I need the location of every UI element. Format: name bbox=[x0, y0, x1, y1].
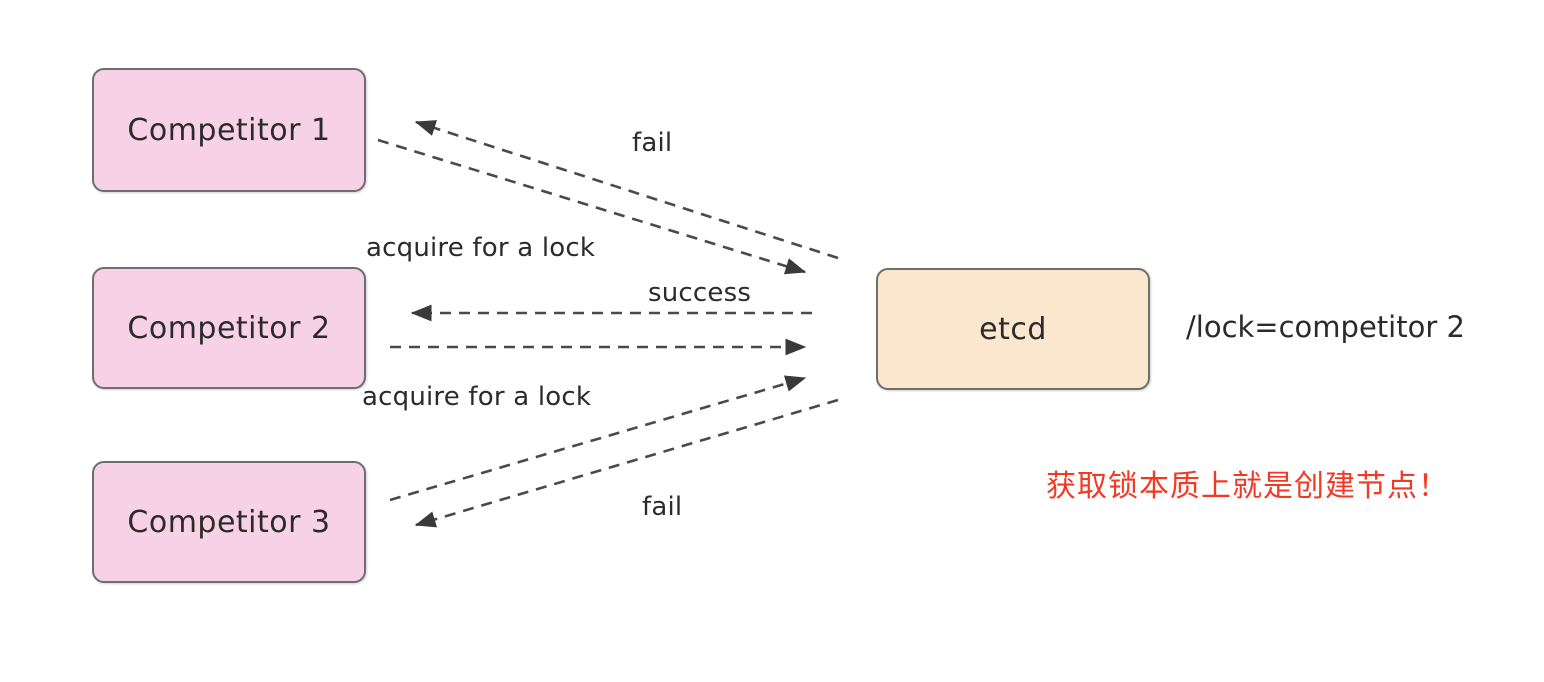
edge-label-fail-top: fail bbox=[632, 128, 673, 158]
annotation-lock-key: /lock=competitor 2 bbox=[1186, 310, 1465, 344]
edge-label-acquire-bottom: acquire for a lock bbox=[362, 382, 592, 412]
node-competitor-3-label: Competitor 3 bbox=[127, 504, 331, 540]
node-competitor-1-label: Competitor 1 bbox=[127, 112, 331, 148]
edge-label-success: success bbox=[648, 278, 752, 308]
edge-label-acquire-top: acquire for a lock bbox=[366, 233, 596, 263]
annotation-emphasis: 获取锁本质上就是创建节点！ bbox=[1046, 469, 1449, 504]
node-competitor-2[interactable]: Competitor 2 bbox=[92, 267, 366, 389]
edge-label-fail-bottom: fail bbox=[642, 492, 683, 522]
node-competitor-3[interactable]: Competitor 3 bbox=[92, 461, 366, 583]
node-etcd[interactable]: etcd bbox=[876, 268, 1150, 390]
node-competitor-1[interactable]: Competitor 1 bbox=[92, 68, 366, 192]
node-competitor-2-label: Competitor 2 bbox=[127, 310, 331, 346]
edge-c3-response bbox=[414, 398, 839, 528]
node-etcd-label: etcd bbox=[979, 311, 1047, 347]
